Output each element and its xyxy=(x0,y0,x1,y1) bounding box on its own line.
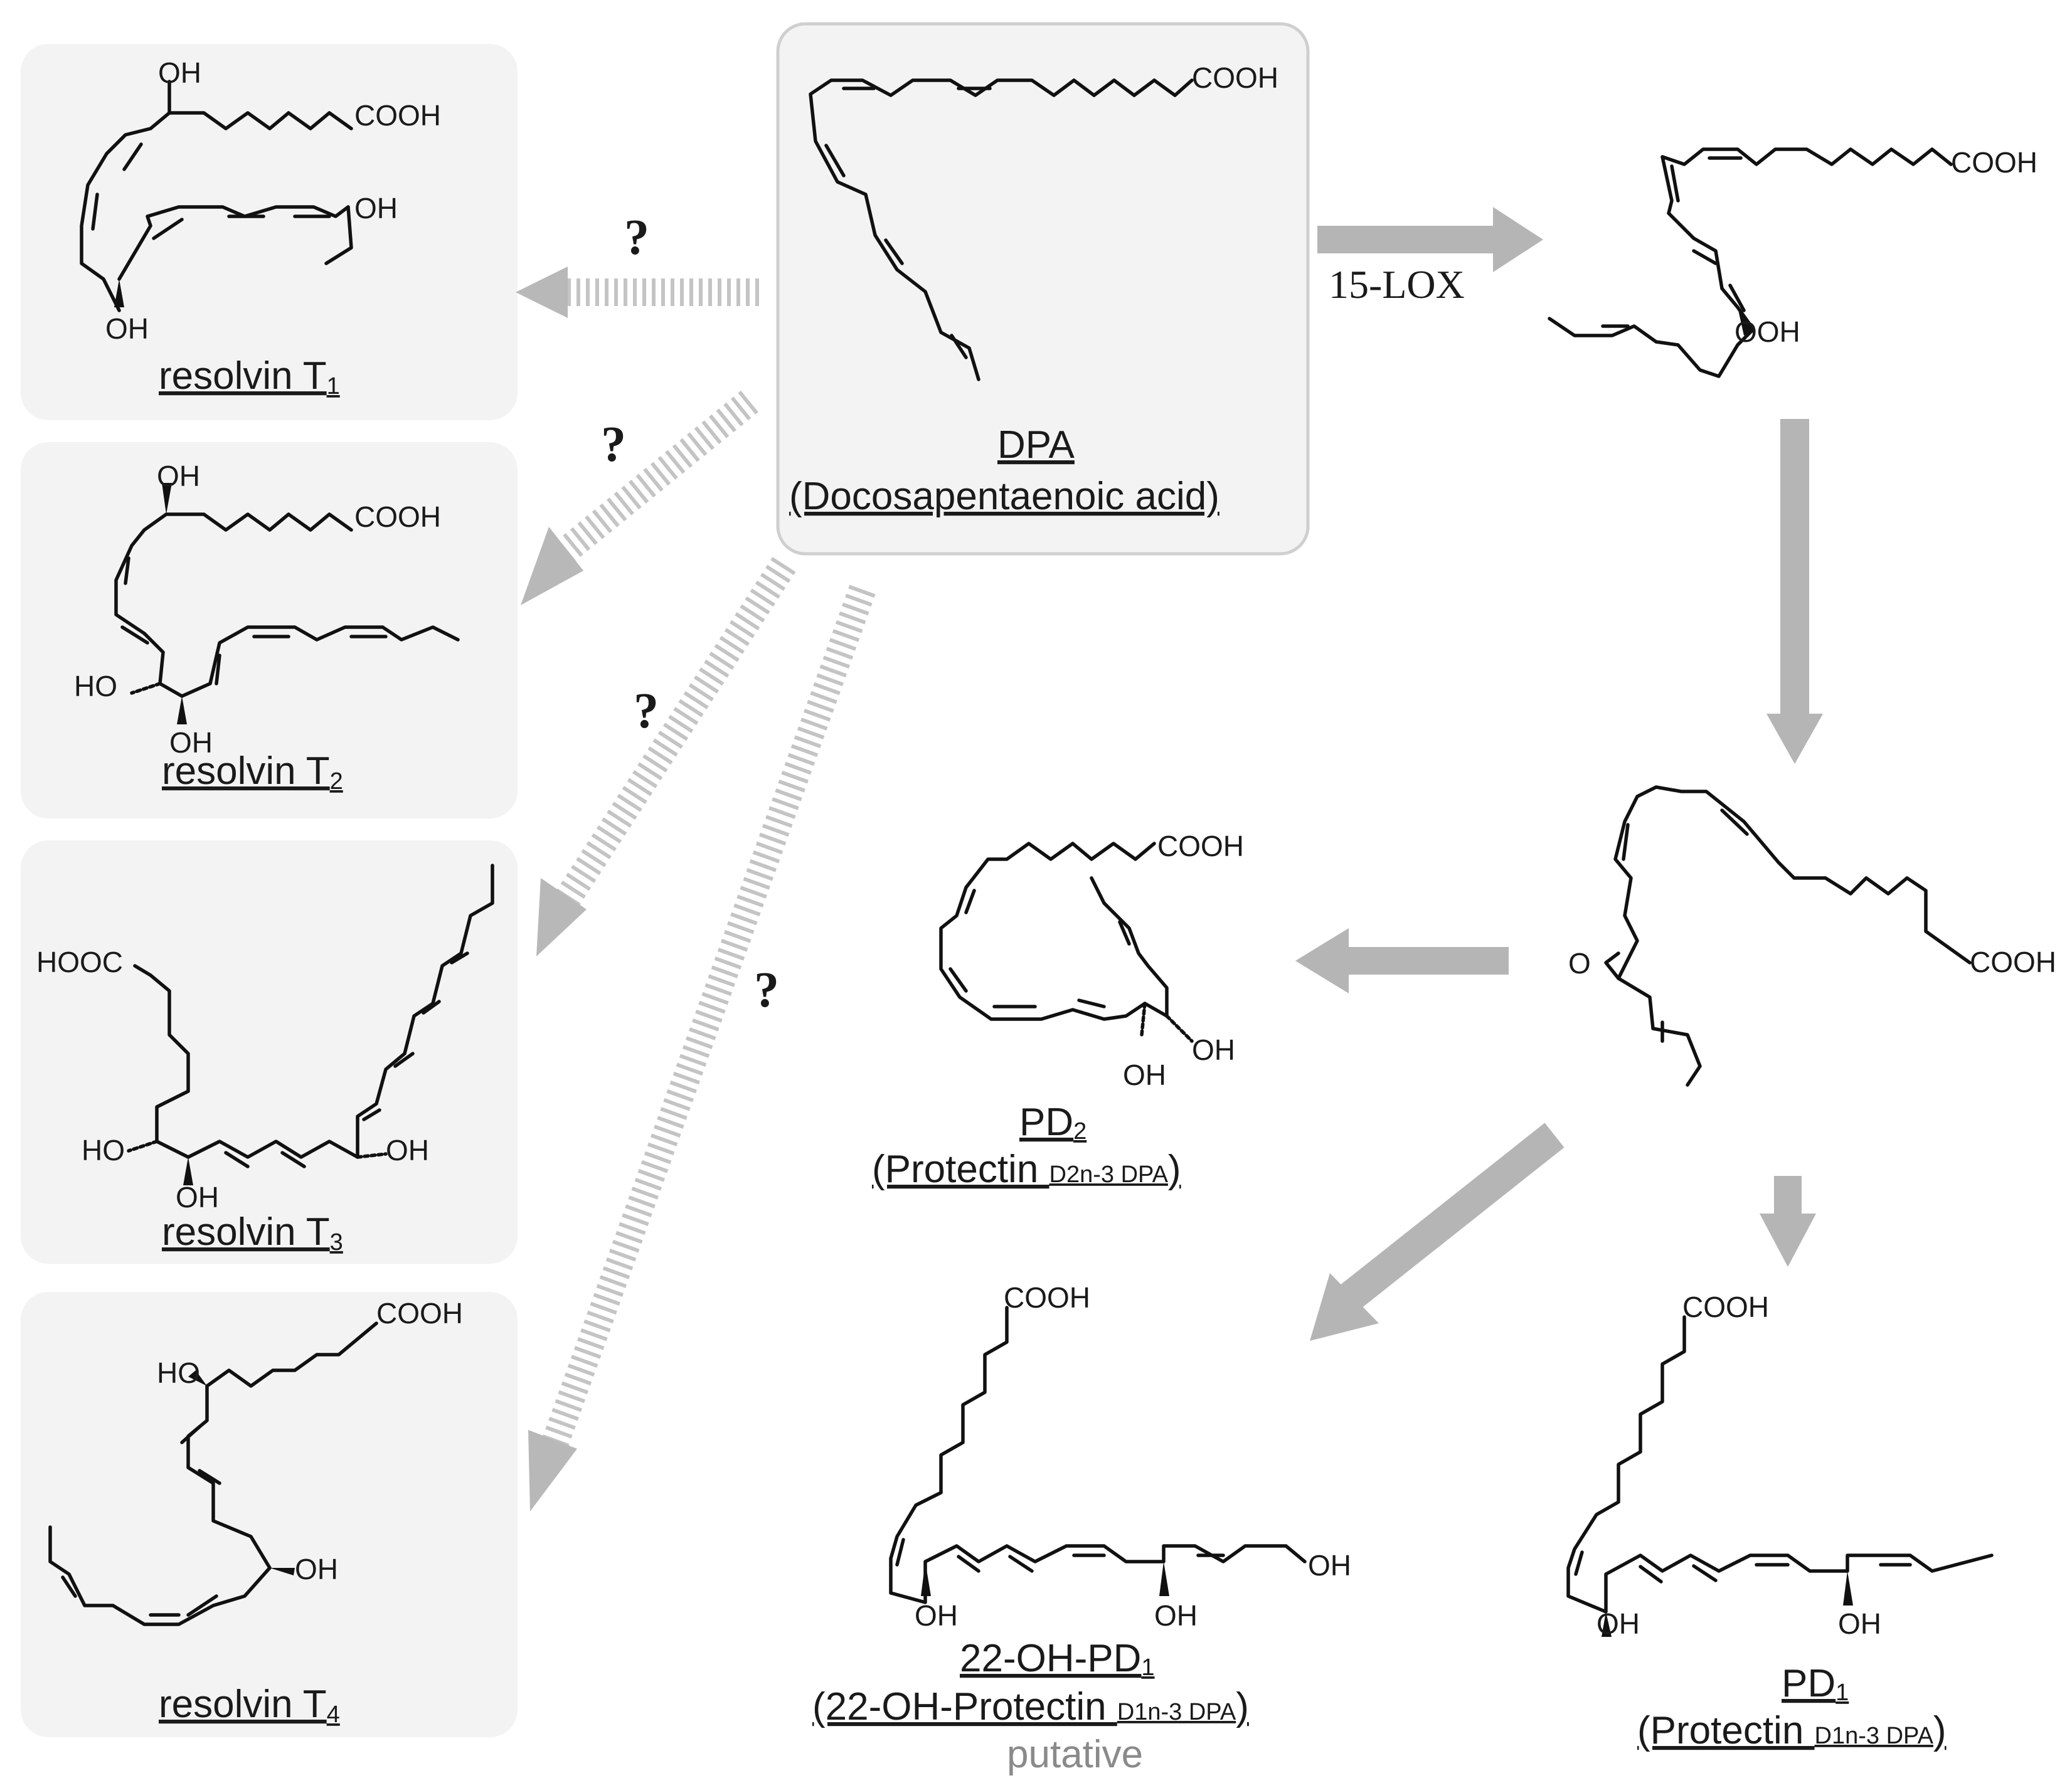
pd1-name: (Protectin D1n-3 DPA) xyxy=(1637,1709,1947,1752)
resolvin-t4-box xyxy=(21,1292,518,1737)
hydroperoxide-structure: COOH OOH xyxy=(1548,146,2037,378)
22ohpd1-oh-terminal: OH xyxy=(1308,1549,1351,1582)
t3-oh-bottom: OH xyxy=(176,1181,219,1214)
22ohpd1-putative-note: putative xyxy=(1007,1733,1143,1776)
t1-cooh: COOH xyxy=(354,99,441,132)
hydroperoxide-ooh: OOH xyxy=(1735,315,1800,348)
t1-oh-bottom: OH xyxy=(105,312,149,345)
pd2-cooh: COOH xyxy=(1157,830,1244,862)
pd2-abbr: PD2 xyxy=(1019,1101,1086,1145)
t2-ho-left: HO xyxy=(74,670,117,702)
pd2-oh-right: OH xyxy=(1192,1034,1235,1066)
resolvin-t1-structure: OH COOH OH OH xyxy=(80,56,441,345)
22ohpd1-oh-1: OH xyxy=(915,1599,958,1632)
dpa-structure: COOH xyxy=(809,61,1278,381)
unknown-mark-3: ? xyxy=(634,684,659,739)
resolvin-t4-structure: COOH HO OH xyxy=(48,1297,463,1626)
arrow-to-epoxide xyxy=(1767,419,1823,764)
22-oh-pd1-structure: COOH OH OH OH xyxy=(889,1281,1351,1632)
t3-oh-right: OH xyxy=(386,1134,429,1167)
22ohpd1-oh-2: OH xyxy=(1154,1599,1198,1632)
resolvin-t3-structure: HOOC HO OH OH xyxy=(36,864,494,1214)
t4-ho: HO xyxy=(157,1357,200,1389)
t4-cooh: COOH xyxy=(376,1297,463,1330)
dashed-arrow-t2 xyxy=(521,390,758,605)
pd1-cooh: COOH xyxy=(1682,1291,1769,1323)
22ohpd1-abbr: 22-OH-PD1 xyxy=(960,1637,1155,1681)
dashed-arrow-t1 xyxy=(516,267,759,318)
arrow-to-pd2 xyxy=(1295,928,1509,993)
hydroperoxide-cooh: COOH xyxy=(1951,146,2037,179)
pd1-abbr: PD1 xyxy=(1782,1662,1849,1706)
dpa-name: (Docosapentaenoic acid) xyxy=(789,475,1219,518)
resolvin-t1-box xyxy=(21,44,518,420)
pd1-structure: COOH OH OH xyxy=(1566,1291,1994,1640)
resolvin-t2-label: resolvin T2 xyxy=(162,749,343,795)
arrow-15lox xyxy=(1317,207,1543,272)
unknown-mark-2: ? xyxy=(601,417,626,472)
pd2-oh-bottom: OH xyxy=(1123,1059,1166,1091)
unknown-mark-4: ? xyxy=(754,963,779,1018)
t3-ho-left: HO xyxy=(82,1134,125,1167)
t1-oh-top: OH xyxy=(158,56,201,89)
dpa-cooh: COOH xyxy=(1192,61,1278,94)
enzyme-label: 15-LOX xyxy=(1329,262,1465,307)
dpa-box xyxy=(776,22,1310,556)
resolvin-t3-label: resolvin T3 xyxy=(162,1210,343,1256)
epoxide-structure: O COOH xyxy=(1568,785,2056,1087)
resolvin-t2-structure: OH COOH HO OH xyxy=(74,460,460,759)
epoxide-o: O xyxy=(1568,947,1591,980)
resolvin-t1-label: resolvin T1 xyxy=(159,354,340,399)
22ohpd1-cooh: COOH xyxy=(1004,1281,1090,1314)
pd2-structure: COOH OH OH xyxy=(939,830,1244,1091)
t2-cooh: COOH xyxy=(354,500,441,533)
pd2-name: (Protectin D2n-3 DPA) xyxy=(872,1148,1181,1191)
t4-oh: OH xyxy=(295,1553,338,1585)
epoxide-cooh: COOH xyxy=(1970,946,2056,978)
22ohpd1-name: (22-OH-Protectin D1n-3 DPA) xyxy=(812,1685,1249,1728)
dashed-arrow-t3 xyxy=(536,557,796,956)
t3-hooc: HOOC xyxy=(36,946,123,978)
dpa-abbr: DPA xyxy=(997,423,1075,467)
t1-oh-right: OH xyxy=(354,192,398,225)
t2-oh-top: OH xyxy=(157,460,200,492)
resolvin-t3-box xyxy=(21,840,518,1264)
resolvin-t4-label: resolvin T4 xyxy=(159,1683,340,1728)
resolvin-t2-box xyxy=(21,442,518,818)
arrow-to-22ohpd1 xyxy=(1310,1123,1565,1341)
pd1-oh-2: OH xyxy=(1838,1607,1881,1640)
pd1-oh-1: OH xyxy=(1597,1607,1640,1640)
unknown-mark-1: ? xyxy=(624,210,649,265)
dashed-arrow-t4 xyxy=(528,585,876,1511)
arrow-to-pd1 xyxy=(1760,1176,1816,1267)
t2-oh-bottom: OH xyxy=(169,726,213,759)
